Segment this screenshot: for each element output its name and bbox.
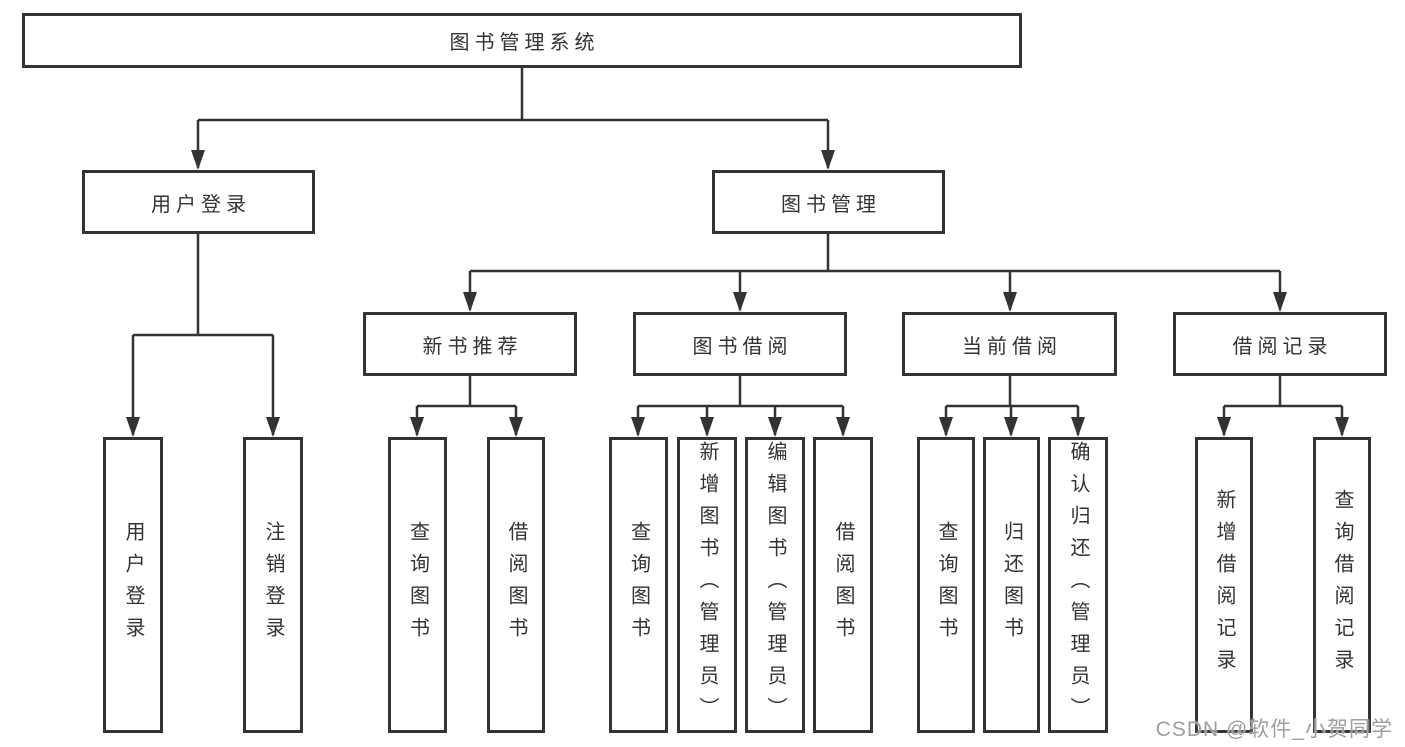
- leaf-user-login-label: 用户登录: [122, 521, 144, 649]
- leaf-user-login: 用户登录: [103, 437, 163, 733]
- leaf-query-books-current: 查询图书: [917, 437, 975, 733]
- connector-line: [131, 68, 1344, 435]
- leaf-edit-book-admin: 编辑图书（管理员）: [745, 437, 805, 733]
- node-borrowing-records: 借阅记录: [1173, 312, 1387, 376]
- leaf-query-books-borrow: 查询图书: [609, 437, 668, 733]
- node-user-login-label: 用户登录: [151, 193, 251, 216]
- leaf-query-borrow-record: 查询借阅记录: [1313, 437, 1371, 733]
- leaf-confirm-return-admin: 确认归还（管理员）: [1048, 437, 1108, 733]
- leaf-borrow-books-label: 借阅图书: [832, 521, 854, 649]
- node-current-borrowing-label: 当前借阅: [962, 335, 1062, 358]
- leaf-add-book-admin-label: 新增图书（管理员）: [696, 441, 718, 729]
- leaf-add-borrow-record: 新增借阅记录: [1195, 437, 1253, 733]
- node-book-management-label: 图书管理: [781, 193, 881, 216]
- arrowhead: [126, 150, 1349, 437]
- leaf-query-books-recommend-label: 查询图书: [406, 521, 429, 649]
- leaf-query-books-recommend: 查询图书: [388, 437, 447, 733]
- leaf-logout-label: 注销登录: [262, 521, 284, 649]
- csdn-watermark: CSDN @软件_小贺同学: [1155, 718, 1393, 741]
- leaf-query-borrow-record-label: 查询借阅记录: [1331, 489, 1353, 681]
- node-root-label: 图书管理系统: [449, 32, 600, 54]
- leaf-borrow-books: 借阅图书: [813, 437, 873, 733]
- node-root: 图书管理系统: [22, 13, 1022, 68]
- node-current-borrowing: 当前借阅: [902, 312, 1117, 376]
- leaf-add-borrow-record-label: 新增借阅记录: [1213, 489, 1235, 681]
- leaf-return-book: 归还图书: [983, 437, 1040, 733]
- leaf-return-book-label: 归还图书: [1000, 521, 1023, 649]
- node-book-management: 图书管理: [712, 170, 945, 234]
- node-book-borrowing-label: 图书借阅: [692, 335, 793, 358]
- leaf-borrow-books-recommend-label: 借阅图书: [505, 521, 527, 649]
- node-new-book-recommend: 新书推荐: [363, 312, 577, 376]
- leaf-confirm-return-admin-label: 确认归还（管理员）: [1067, 441, 1089, 729]
- leaf-logout: 注销登录: [243, 437, 303, 733]
- leaf-edit-book-admin-label: 编辑图书（管理员）: [764, 441, 786, 729]
- node-new-book-recommend-label: 新书推荐: [422, 335, 523, 358]
- leaf-query-books-borrow-label: 查询图书: [627, 521, 650, 649]
- leaf-borrow-books-recommend: 借阅图书: [487, 437, 545, 733]
- node-borrowing-records-label: 借阅记录: [1232, 335, 1333, 358]
- leaf-add-book-admin: 新增图书（管理员）: [677, 437, 737, 733]
- leaf-query-books-current-label: 查询图书: [935, 521, 957, 649]
- node-book-borrowing: 图书借阅: [633, 312, 847, 376]
- node-user-login: 用户登录: [82, 170, 315, 234]
